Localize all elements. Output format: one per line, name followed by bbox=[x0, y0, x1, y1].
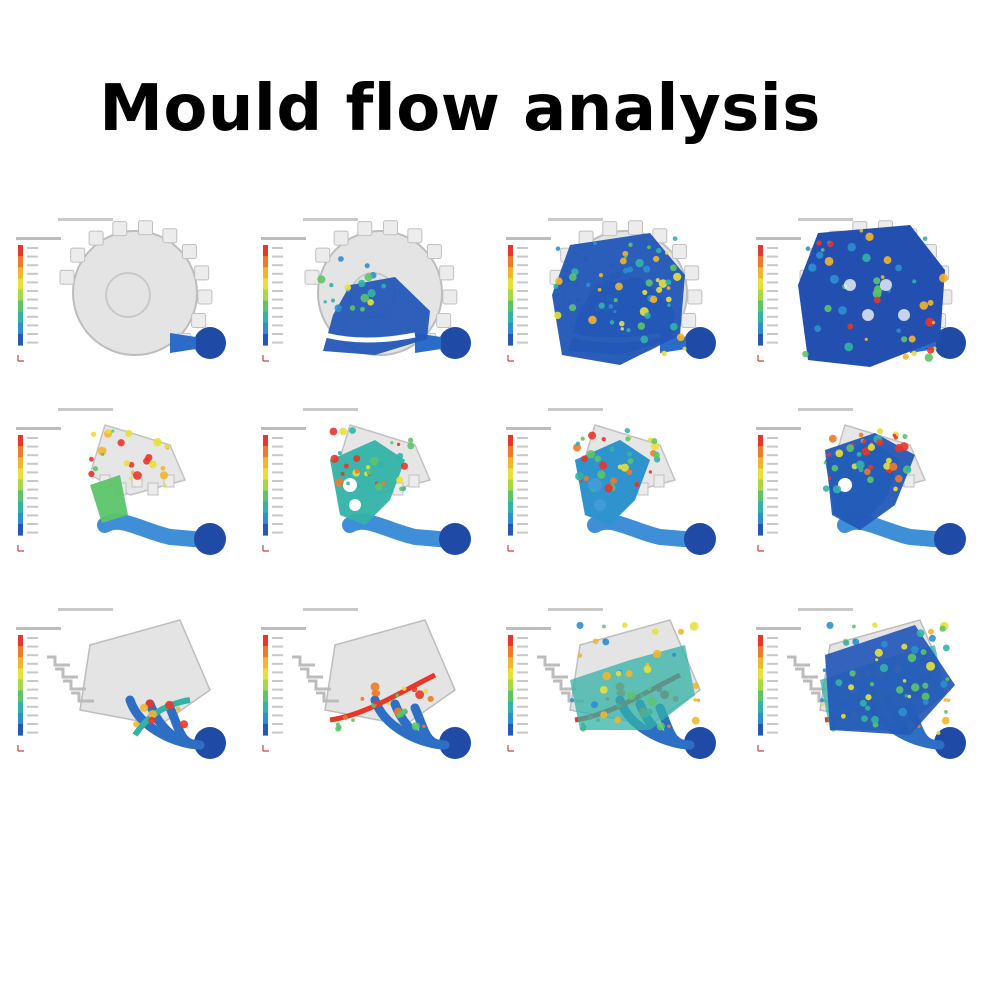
simulation-thumbnail bbox=[506, 218, 716, 365]
color-scale-legend bbox=[506, 218, 603, 362]
disc-housing-fill-stage-4 bbox=[750, 215, 985, 380]
sprue-gate bbox=[194, 523, 226, 555]
color-scale-legend bbox=[16, 608, 113, 752]
bracket-fill-stage-1 bbox=[10, 405, 245, 570]
part-ghost bbox=[292, 619, 456, 726]
block-fill-stage-3 bbox=[500, 605, 735, 770]
sprue-gate bbox=[439, 327, 471, 359]
color-scale-legend bbox=[261, 218, 358, 362]
simulation-thumbnail bbox=[261, 608, 471, 759]
sprue-gate bbox=[194, 727, 226, 759]
sprue-gate bbox=[684, 327, 716, 359]
color-scale-legend bbox=[506, 408, 603, 552]
simulation-thumbnail bbox=[506, 408, 716, 555]
bracket-fill-stage-3 bbox=[500, 405, 735, 570]
simulation-thumbnail bbox=[16, 408, 226, 555]
part-ghost bbox=[47, 619, 211, 726]
part-ghost bbox=[59, 220, 213, 356]
color-scale-legend bbox=[506, 608, 603, 752]
color-scale-legend bbox=[261, 408, 358, 552]
page-title: Mould flow analysis bbox=[99, 72, 821, 146]
color-scale-legend bbox=[756, 608, 853, 752]
block-fill-stage-2 bbox=[255, 605, 490, 770]
simulation-thumbnail bbox=[16, 608, 226, 759]
color-scale-legend bbox=[756, 218, 853, 362]
bracket-fill-stage-4 bbox=[750, 405, 985, 570]
sprue-gate bbox=[439, 727, 471, 759]
sprue-gate bbox=[934, 327, 966, 359]
sprue-gate bbox=[934, 523, 966, 555]
color-scale-legend bbox=[16, 218, 113, 362]
simulation-thumbnail bbox=[756, 608, 966, 759]
block-fill-stage-1 bbox=[10, 605, 245, 770]
disc-housing-fill-stage-2 bbox=[255, 215, 490, 380]
sprue-gate bbox=[684, 523, 716, 555]
bracket-fill-stage-2 bbox=[255, 405, 490, 570]
disc-housing-fill-stage-3 bbox=[500, 215, 735, 380]
block-fill-stage-4 bbox=[750, 605, 985, 770]
simulation-thumbnail bbox=[261, 218, 471, 362]
simulation-thumbnail bbox=[756, 408, 966, 555]
simulation-thumbnail bbox=[16, 218, 226, 362]
disc-housing-fill-stage-1 bbox=[10, 215, 245, 380]
simulation-thumbnail bbox=[261, 408, 471, 555]
sprue-gate bbox=[934, 727, 966, 759]
color-scale-legend bbox=[261, 608, 358, 752]
sprue-gate bbox=[684, 727, 716, 759]
simulation-thumbnail bbox=[506, 608, 716, 759]
simulation-thumbnail bbox=[756, 218, 966, 367]
color-scale-legend bbox=[756, 408, 853, 552]
sprue-gate bbox=[439, 523, 471, 555]
color-scale-legend bbox=[16, 408, 113, 552]
sprue-gate bbox=[194, 327, 226, 359]
